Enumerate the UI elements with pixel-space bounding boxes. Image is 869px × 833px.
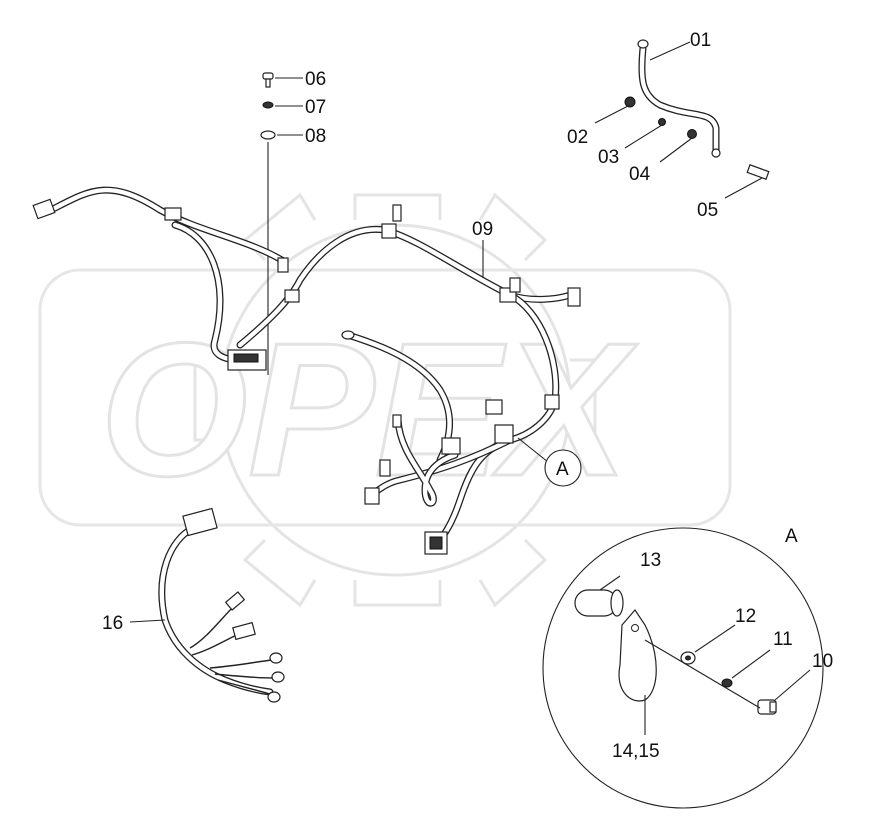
part-10-bolt: [757, 699, 777, 715]
part-08-washer: [260, 130, 276, 140]
callout-13: 13: [640, 550, 661, 571]
watermark: OPEX: [38, 192, 732, 608]
part-04-washer: [687, 129, 697, 139]
callout-05: 05: [697, 200, 718, 221]
callout-09: 09: [472, 219, 493, 240]
part-16-sub-harness: [158, 507, 285, 703]
leader-lines: [129, 41, 811, 735]
detail-a-marker: A: [544, 449, 582, 487]
callout-02: 02: [567, 127, 588, 148]
detail-a-title: A: [785, 526, 798, 547]
callout-16: 16: [102, 613, 123, 634]
callout-03: 03: [598, 147, 619, 168]
detail-a-marker-label: A: [556, 459, 569, 480]
part-13-sleeve: [574, 589, 624, 617]
watermark-frame: [38, 268, 732, 527]
detail-a-view: [542, 527, 824, 809]
callout-08: 08: [305, 126, 326, 147]
callout-06: 06: [305, 69, 326, 90]
callout-labels: 01 02 03 04 05 06 07 08 09 16 A 13 12 11…: [102, 30, 833, 762]
part-05-fitting: [746, 164, 770, 180]
part-03-washer: [658, 118, 666, 126]
part-12-washer: [680, 651, 696, 665]
callout-10: 10: [812, 651, 833, 672]
part-06-bolt: [262, 72, 274, 88]
callout-14-15: 14,15: [612, 741, 660, 762]
callout-07: 07: [305, 97, 326, 118]
part-02-nut: [624, 96, 636, 108]
callout-12: 12: [735, 606, 756, 627]
part-14-15-clamp: [618, 609, 657, 702]
part-07-washer: [262, 101, 274, 109]
callout-11: 11: [773, 629, 793, 650]
callout-01: 01: [690, 30, 711, 51]
part-11-washer: [721, 678, 733, 688]
part-09-main-harness: [32, 186, 581, 555]
callout-04: 04: [629, 164, 651, 185]
part-01-hose: [637, 39, 721, 158]
